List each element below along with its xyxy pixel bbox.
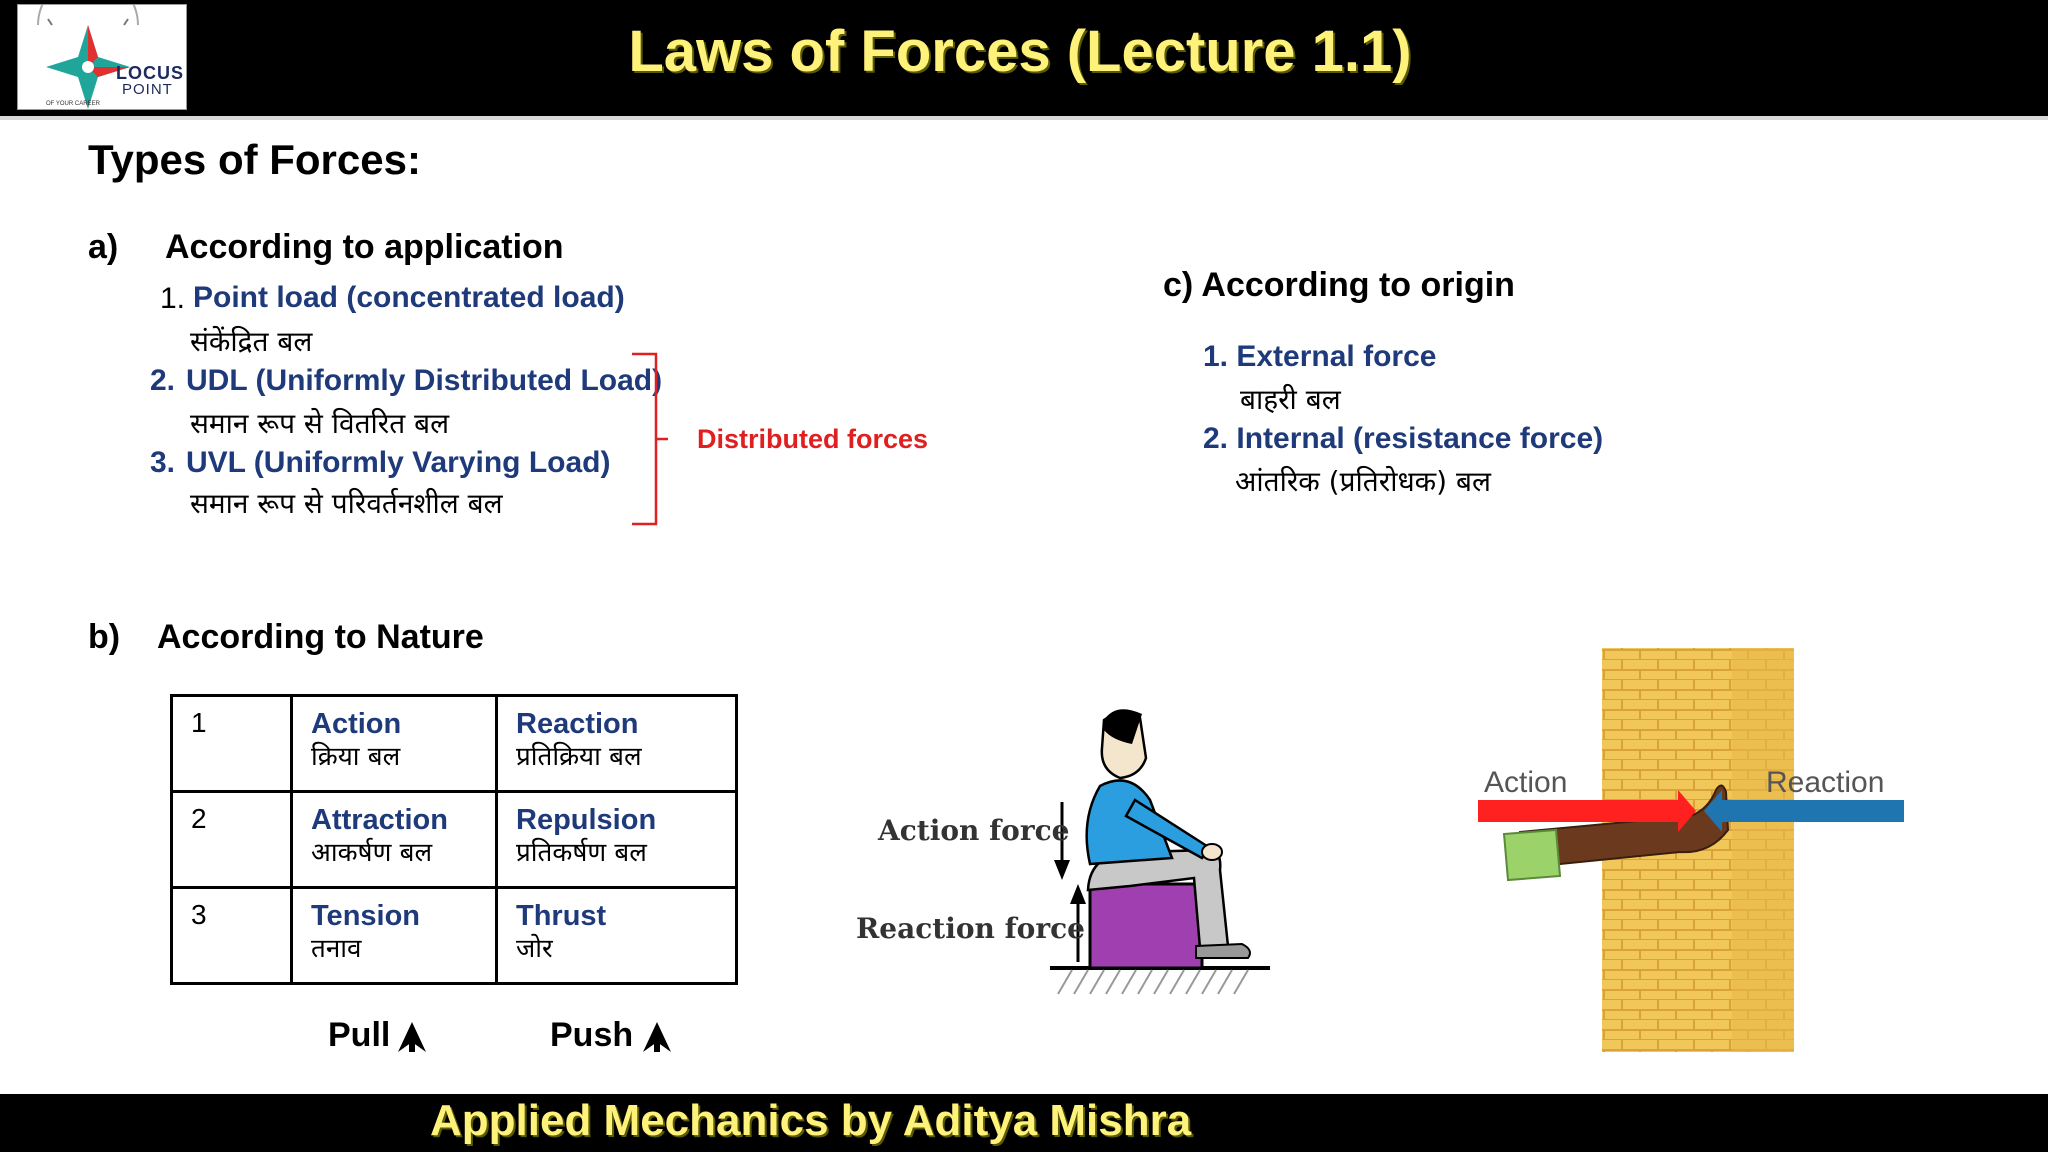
logo-subword: POINT	[122, 81, 173, 98]
force-name: Tension	[311, 900, 421, 932]
table-cell-number: 3	[170, 886, 293, 985]
force-name: Reaction	[516, 708, 639, 740]
action-force-label: Action force	[878, 814, 1070, 847]
list-item-internal-force: 2. Internal (resistance force)	[1203, 422, 1604, 455]
logo-wordmark: LOCUS	[116, 63, 184, 83]
list-item-uvl: UVL (Uniformly Varying Load)	[186, 446, 611, 479]
list-item-external-force-hindi: बाहरी बल	[1240, 383, 1341, 416]
list-item-udl: UDL (Uniformly Distributed Load)	[186, 364, 663, 397]
list-item-number: 3.	[150, 446, 176, 479]
list-item-point-load: Point load (concentrated load)	[193, 281, 625, 314]
header-bar: LOCUS POINT OF YOUR CAREER Laws of Force…	[0, 0, 2048, 116]
wall-action-label: Action	[1484, 766, 1568, 799]
list-item-number: 2.	[150, 364, 176, 397]
list-item-point-load-hindi: संकेंद्रित बल	[190, 325, 313, 358]
header-divider	[0, 116, 2048, 120]
force-name-hindi: आकर्षण बल	[311, 838, 433, 868]
push-label: Push	[550, 1016, 634, 1054]
force-name-hindi: तनाव	[311, 934, 362, 964]
list-item-external-force: 1. External force	[1203, 340, 1437, 373]
footer-title: Applied Mechanics by Aditya Mishra	[430, 1096, 1192, 1145]
logo-tagline: OF YOUR CAREER	[46, 101, 100, 107]
list-item-internal-force-hindi: आंतरिक (प्रतिरोधक) बल	[1235, 465, 1491, 498]
force-name-hindi: प्रतिक्रिया बल	[516, 742, 642, 772]
pull-label: Pull	[328, 1016, 391, 1054]
list-item-udl-hindi: समान रूप से वितरित बल	[190, 407, 450, 440]
wall-push-illustration	[1478, 648, 1904, 1052]
slide-title: Laws of Forces (Lecture 1.1)	[628, 19, 1412, 84]
wall-reaction-label: Reaction	[1766, 766, 1885, 799]
force-name: Action	[311, 708, 402, 740]
up-arrow-icon	[643, 1022, 671, 1052]
list-item-number: 1.	[160, 282, 186, 315]
sitting-person-illustration	[1050, 709, 1270, 995]
list-item-uvl-hindi: समान रूप से परिवर्तनशील बल	[190, 487, 503, 520]
force-name: Attraction	[311, 804, 448, 836]
row-number: 1	[191, 707, 207, 738]
force-name-hindi: प्रतिकर्षण बल	[516, 838, 647, 868]
compass-star-icon	[37, 5, 139, 109]
distributed-bracket	[632, 352, 668, 526]
row-number: 3	[191, 899, 207, 930]
section-a-marker: a)	[88, 228, 119, 266]
section-c-title: c) According to origin	[1163, 266, 1515, 304]
locus-point-logo: LOCUS POINT OF YOUR CAREER	[17, 4, 187, 110]
force-name: Thrust	[516, 900, 607, 932]
up-arrow-icon	[398, 1022, 426, 1052]
reaction-force-label: Reaction force	[856, 912, 1085, 945]
section-b-title: According to Nature	[157, 618, 484, 656]
page-title: Types of Forces:	[88, 136, 421, 183]
force-name-hindi: क्रिया बल	[311, 742, 401, 772]
section-a-title: According to application	[165, 228, 564, 266]
table-cell-number: 2	[170, 790, 293, 889]
distributed-forces-label: Distributed forces	[697, 424, 929, 454]
force-name: Repulsion	[516, 804, 657, 836]
table-cell-number: 1	[170, 694, 293, 793]
section-b-marker: b)	[88, 618, 121, 656]
force-name-hindi: जोर	[516, 934, 553, 964]
row-number: 2	[191, 803, 207, 834]
footer-bar: Applied Mechanics by Aditya Mishra	[0, 1094, 2048, 1152]
